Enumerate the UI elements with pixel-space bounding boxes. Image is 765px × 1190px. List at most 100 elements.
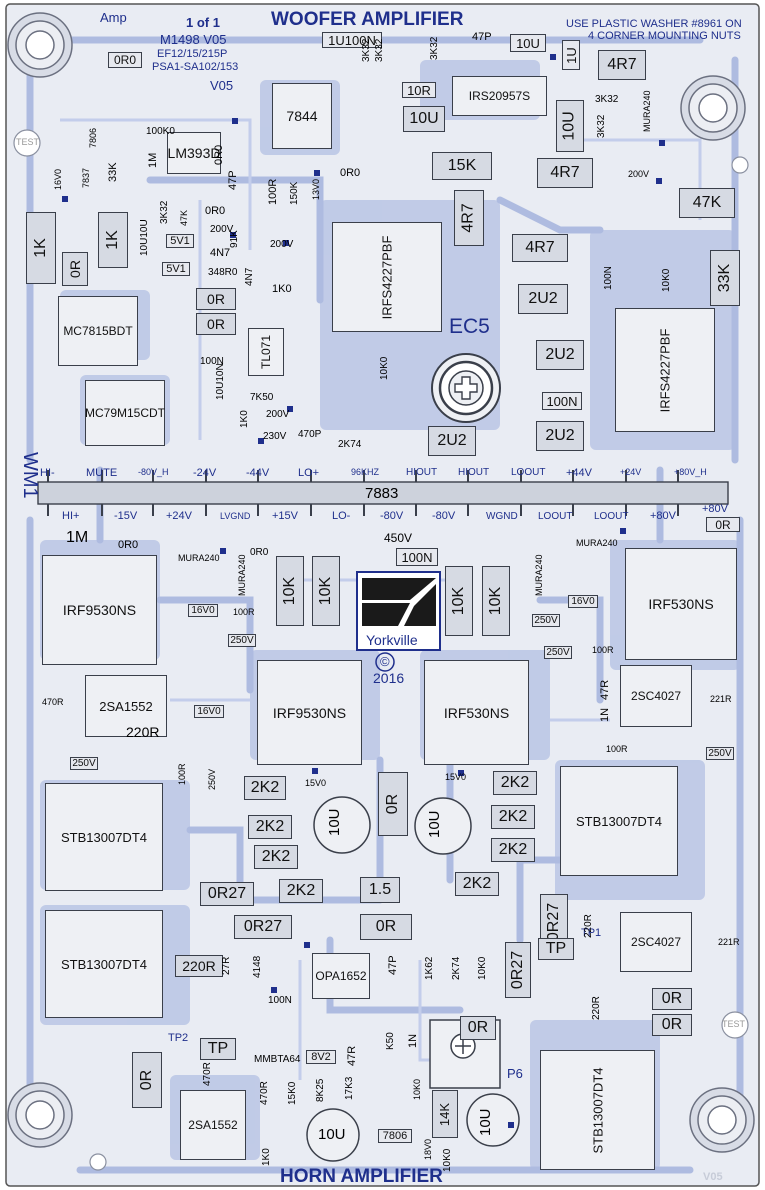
res-0r-j: 0R <box>706 517 740 532</box>
pin-top-9: HIOUT <box>458 467 490 478</box>
lbl-3k32-a: 3K32 <box>361 38 372 62</box>
cap-10u-e: 10U <box>426 810 443 838</box>
lbl-18v0: 18V0 <box>423 1138 433 1160</box>
lbl-1k0-a: 1K0 <box>272 283 292 295</box>
lbl-k50: K50 <box>385 1032 396 1050</box>
lbl-mura-c: MURA240 <box>237 554 247 596</box>
res-2k2-g: 2K2 <box>491 838 535 862</box>
pin-bottom-8: -80V <box>432 510 456 522</box>
lbl-10k0-b: 10K0 <box>661 268 672 292</box>
lbl-16v0-b: 16V0 <box>188 604 218 617</box>
copyright-symbol: © <box>380 654 390 669</box>
lbl-mura-e: MURA240 <box>576 538 618 548</box>
lbl-250v-c: 250V <box>544 646 572 659</box>
ic-irf530-center: IRF530NS <box>424 660 529 765</box>
amp-label: Amp <box>100 10 127 25</box>
tp1-label: TP1 <box>581 927 602 939</box>
lbl-100n-small: 100N <box>200 356 224 367</box>
res-0r-a: 0R <box>62 252 88 286</box>
lbl-2k74: 2K74 <box>338 439 362 450</box>
pin-top-7: 96KHZ <box>351 467 380 477</box>
res-4r7-c: 4R7 <box>454 190 484 246</box>
pin-bottom-3: +24V <box>166 510 192 522</box>
lbl-4n7-a: 4N7 <box>210 247 231 259</box>
res-0r27-a: 0R27 <box>200 882 254 906</box>
lbl-250v-a: 250V <box>228 634 256 647</box>
ic-stb13007-3: STB13007DT4 <box>560 766 678 876</box>
res-2k2-e: 2K2 <box>493 771 537 795</box>
washer-note-2: 4 CORNER MOUNTING NUTS <box>588 30 741 42</box>
lbl-220r-d: 220R <box>591 996 602 1020</box>
tp-b: TP <box>200 1038 236 1060</box>
pin-top-1: HI- <box>40 467 55 479</box>
lbl-470r: 470R <box>42 697 64 707</box>
res-0r27-b: 0R27 <box>234 915 292 939</box>
lbl-470r-b: 470R <box>259 1081 270 1105</box>
lbl-mura-b: MURA240 <box>178 553 220 563</box>
res-0r-i: 0R <box>132 1052 162 1108</box>
lbl-10k0-c: 10K0 <box>477 956 488 980</box>
pin-bottom-5: +15V <box>272 510 298 522</box>
pin-top-6: LO+ <box>298 467 320 479</box>
lbl-1n: 1N <box>599 707 611 722</box>
ic-stb13007-1: STB13007DT4 <box>45 783 163 891</box>
wm1-label: WM1 <box>19 452 41 499</box>
lbl-47k-small: 47K <box>179 209 189 226</box>
lbl-1k0-c: 1K0 <box>261 1148 272 1166</box>
res-4r7-d: 4R7 <box>512 234 568 262</box>
lbl-4148: 4148 <box>252 955 263 978</box>
ic-mc79m15: MC79M15CDT <box>85 380 165 446</box>
lbl-221r-b: 221R <box>718 937 740 947</box>
res-0r-d: 0R <box>378 772 408 836</box>
cap-2u2-a: 2U2 <box>518 284 568 314</box>
res-14k: 14K <box>432 1090 458 1138</box>
lbl-250v-f: 250V <box>207 768 217 790</box>
lbl-16v0-d: 16V0 <box>568 595 598 608</box>
res-10k-c: 10K <box>445 566 473 636</box>
pin-top-8: HIOUT <box>406 467 438 478</box>
lbl-0r0-a: 0R0 <box>108 52 142 68</box>
cap-1u: 1U <box>562 40 580 70</box>
lbl-100r-b: 100R <box>233 607 255 617</box>
pin-bottom-7: -80V <box>380 510 404 522</box>
copyright-year: 2016 <box>373 670 405 686</box>
lbl-250v-e: 250V <box>706 747 734 760</box>
res-10k-d: 10K <box>482 566 510 636</box>
res-0r-b: 0R <box>196 288 236 310</box>
lbl-200v-c: 200V <box>266 409 290 420</box>
lbl-0r0-f: 0R0 <box>250 547 269 558</box>
pin-bottom-9: WGND <box>486 511 518 522</box>
lbl-221r: 221R <box>710 694 732 704</box>
ic-7844: 7844 <box>272 83 332 149</box>
res-10k-a: 10K <box>276 556 304 626</box>
lbl-0r0-e: 0R0 <box>213 144 225 165</box>
lbl-2k74-b: 2K74 <box>451 956 462 980</box>
ic-irfs4227-left: IRFS4227PBF <box>332 222 442 332</box>
res-220r-b: 220R <box>126 724 160 740</box>
lbl-mura-d: MURA240 <box>534 554 544 596</box>
ic-lm393: LM393D <box>167 132 221 174</box>
lbl-15v0-a: 15V0 <box>305 778 327 788</box>
lbl-7k50: 7K50 <box>250 392 274 403</box>
lbl-0r0-b: 0R0 <box>340 167 361 179</box>
res-4r7-b: 4R7 <box>537 158 593 188</box>
lbl-200v-right: 200V <box>628 169 650 179</box>
lbl-16v0-c: 16V0 <box>194 705 224 718</box>
lbl-8k25: 8K25 <box>315 1078 326 1102</box>
lbl-91k: 91K <box>229 230 240 248</box>
pin-top-5: -44V <box>246 467 270 479</box>
pin-top-3: -80V_H <box>138 467 169 477</box>
ic-stb13007-4: STB13007DT4 <box>540 1050 655 1170</box>
lbl-150k: 150K <box>289 181 300 205</box>
lbl-10u10n: 10U10N <box>215 363 226 400</box>
lbl-16v0: 16V0 <box>53 168 63 190</box>
connector-label: 7883 <box>365 485 399 502</box>
pin-bottom-2: -15V <box>114 510 138 522</box>
cap-10u-f: 10U <box>318 1126 346 1143</box>
ic-irf530-right: IRF530NS <box>625 548 737 660</box>
ec5-label: EC5 <box>449 315 490 338</box>
lbl-7806: 7806 <box>88 127 98 148</box>
lbl-220r-c: 220R <box>583 914 594 938</box>
ic-irf9530-center: IRF9530NS <box>257 660 362 765</box>
test-point-bottom: TEST <box>722 1019 746 1029</box>
